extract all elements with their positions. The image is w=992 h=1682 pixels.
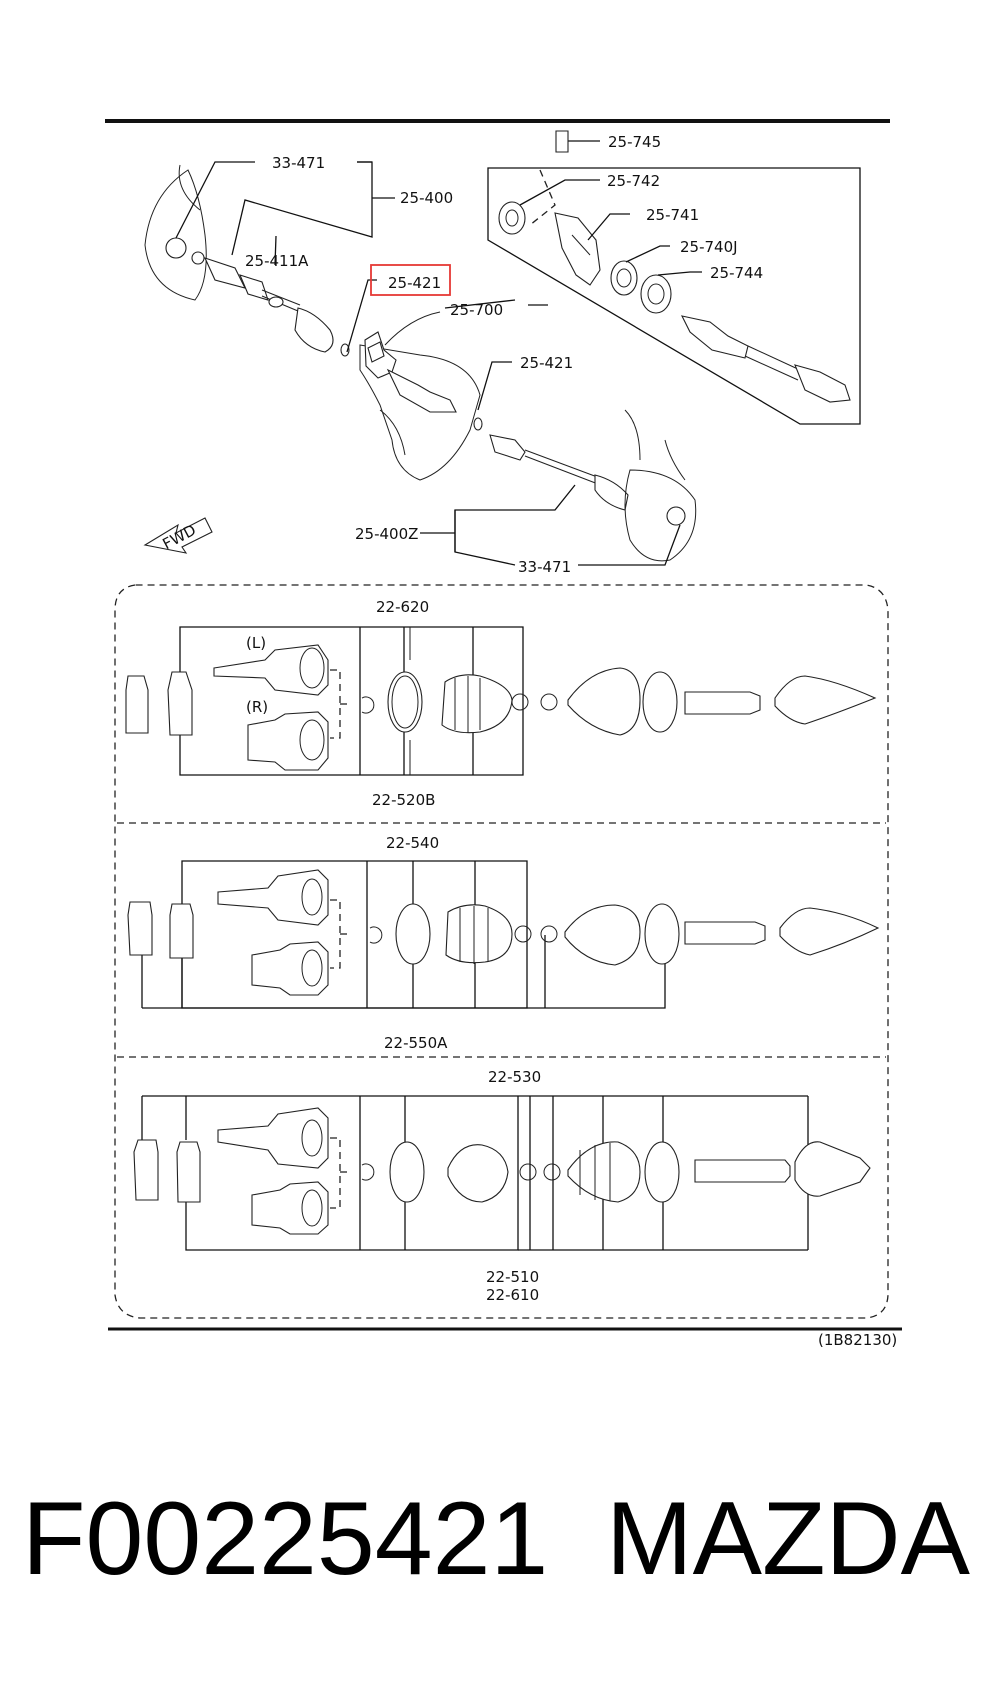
label-33-471-bottom[interactable]: 33-471 (518, 558, 571, 576)
kit1-left-tag: (L) (246, 634, 266, 652)
label-25-421-b[interactable]: 25-421 (520, 354, 573, 372)
kits-enclosure (114, 584, 889, 1319)
kit1-top-label[interactable]: 22-620 (376, 598, 429, 616)
brand-name: MAZDA (606, 1481, 971, 1597)
label-25-400z[interactable]: 25-400Z (355, 525, 418, 543)
inset-box (487, 130, 861, 425)
label-25-740j[interactable]: 25-740J (680, 238, 738, 256)
figure-code: (1B82130) (818, 1331, 897, 1349)
label-33-471-top[interactable]: 33-471 (272, 154, 325, 172)
kit3-top-label[interactable]: 22-530 (488, 1068, 541, 1086)
label-25-400[interactable]: 25-400 (400, 189, 453, 207)
kit3-bottom-label-1[interactable]: 22-510 (486, 1268, 539, 1286)
label-25-745[interactable]: 25-745 (608, 133, 661, 151)
label-25-700[interactable]: 25-700 (450, 301, 503, 319)
fwd-arrow (143, 517, 213, 554)
label-25-411a[interactable]: 25-411A (245, 252, 309, 270)
kit2-top-label[interactable]: 22-540 (386, 834, 439, 852)
kit1-panel (125, 626, 877, 776)
exploded-view (144, 161, 697, 566)
label-25-744[interactable]: 25-744 (710, 264, 763, 282)
kit2-bottom-label[interactable]: 22-550A (384, 1034, 448, 1052)
kit1-bottom-label[interactable]: 22-520B (372, 791, 435, 809)
label-25-741[interactable]: 25-741 (646, 206, 699, 224)
kit3-panel (133, 1095, 871, 1251)
part-number: F00225421 (22, 1481, 548, 1597)
kit2-panel (127, 860, 880, 1009)
kit3-bottom-label-2[interactable]: 22-610 (486, 1286, 539, 1304)
highlight-box[interactable] (370, 264, 451, 296)
kit1-right-tag: (R) (246, 698, 268, 716)
label-25-421-highlight[interactable]: 25-421 (388, 274, 441, 292)
label-25-742[interactable]: 25-742 (607, 172, 660, 190)
